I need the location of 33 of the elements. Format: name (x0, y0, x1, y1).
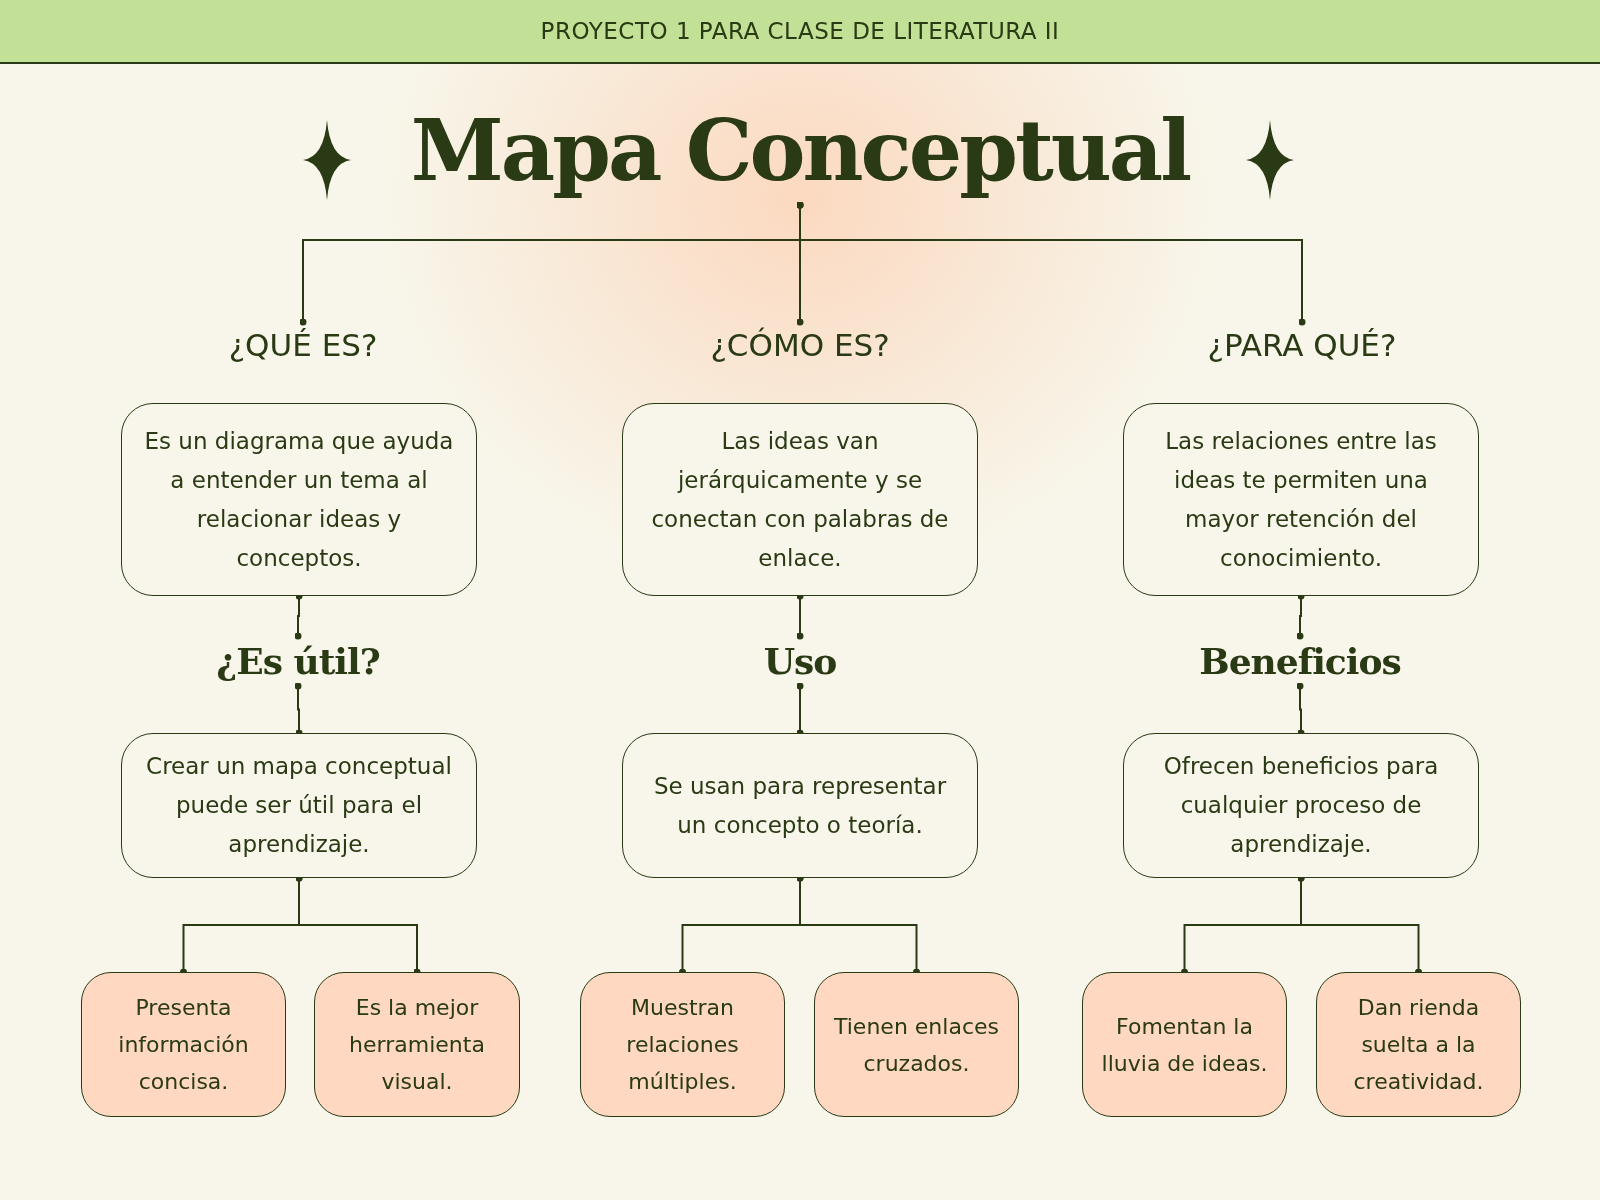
detail-box (814, 972, 1019, 1117)
box-text: Presenta información concisa. (117, 994, 250, 1096)
section-heading: ¿Es útil? (173, 636, 423, 686)
box-text: Es la mejor herramienta visual. (348, 994, 486, 1096)
box-text: Las relaciones entre las ideas te permiten una mayor retención del conocimiento. (1164, 426, 1438, 573)
detail-box (1316, 972, 1521, 1117)
concept-box (1123, 733, 1479, 878)
question-heading: ¿CÓMO ES? (680, 322, 920, 368)
concept-box (622, 403, 978, 596)
box-text: Las ideas van jerárquicamente y se conectan con palabras de enlace. (650, 426, 950, 573)
box-text: Tienen enlaces cruzados. (833, 1012, 1000, 1078)
concept-box (1123, 403, 1479, 596)
detail-box (580, 972, 785, 1117)
detail-box (1082, 972, 1287, 1117)
section-heading: Beneficios (1165, 636, 1435, 686)
concept-box (121, 403, 477, 596)
box-text: Se usan para representar un concepto o teoría. (652, 771, 948, 840)
header-text: PROYECTO 1 PARA CLASE DE LITERATURA II (540, 18, 1060, 44)
connector-line (796, 201, 1306, 326)
box-text: Dan rienda suelta a la creatividad. (1352, 994, 1485, 1096)
detail-box (314, 972, 520, 1117)
concept-box (622, 733, 978, 878)
question-heading: ¿PARA QUÉ? (1172, 322, 1432, 368)
detail-box (81, 972, 286, 1117)
box-text: Fomentan la lluvia de ideas. (1100, 1012, 1269, 1078)
box-text: Muestran relaciones múltiples. (625, 994, 740, 1096)
concept-box (121, 733, 477, 878)
question-heading: ¿QUÉ ES? (183, 322, 423, 368)
box-text: Es un diagrama que ayuda a entender un tema al relacionar ideas y conceptos. (143, 426, 455, 573)
main-title: Mapa Conceptual (380, 95, 1220, 205)
box-text: Crear un mapa conceptual puede ser útil para el aprendizaje. (145, 752, 453, 859)
section-heading: Uso (675, 636, 925, 686)
box-text: Ofrecen beneficios para cualquier proceso de aprendizaje. (1162, 752, 1440, 859)
